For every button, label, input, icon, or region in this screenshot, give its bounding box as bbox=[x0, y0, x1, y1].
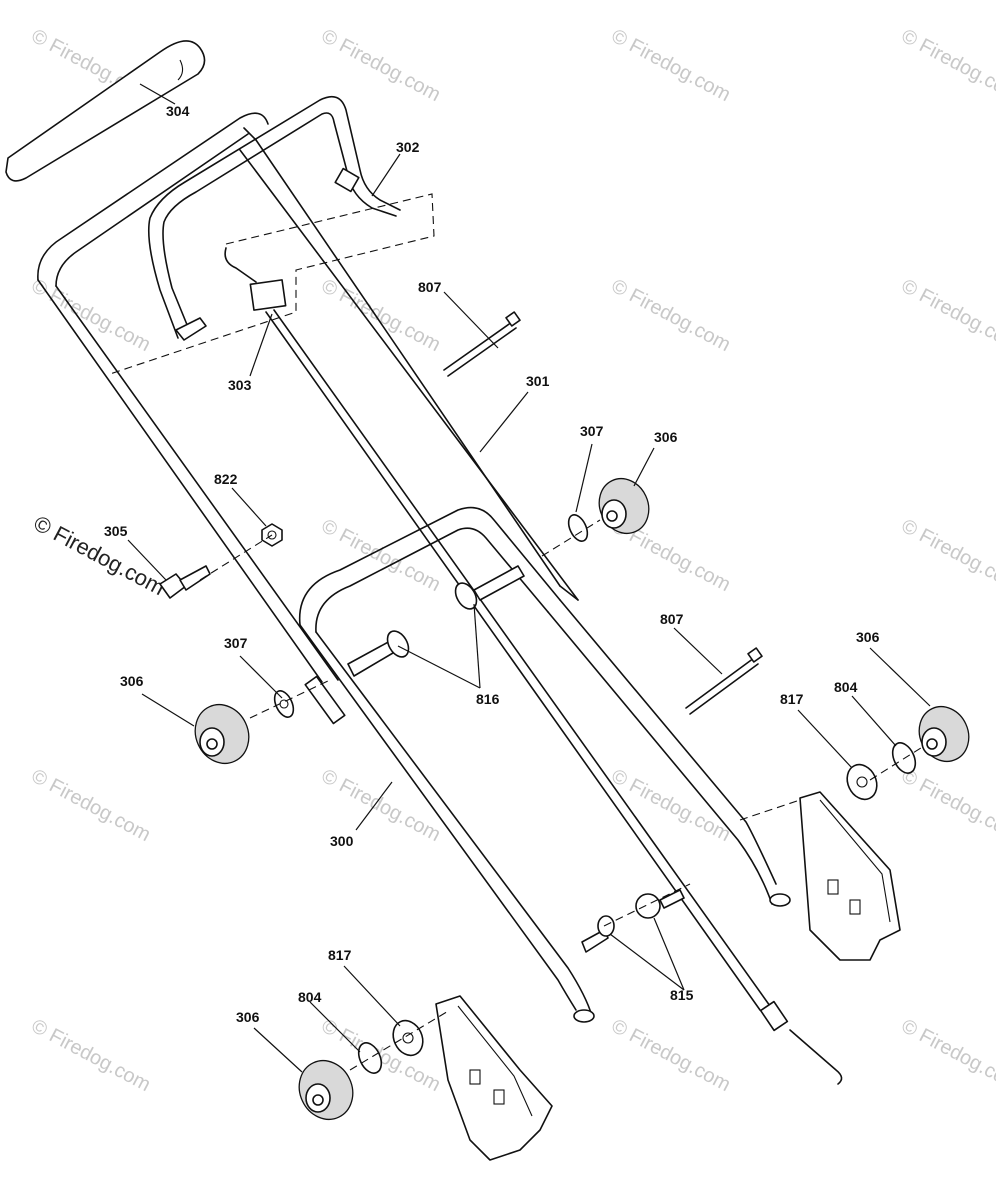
label-807: 807 bbox=[660, 611, 684, 627]
label-807: 807 bbox=[418, 279, 442, 295]
part-306-knob-right bbox=[918, 706, 970, 762]
part-817-lock-washers bbox=[392, 763, 878, 1057]
part-306-knob-bottom bbox=[298, 1060, 354, 1120]
part-300-lower-handle bbox=[298, 506, 791, 1023]
deck-bracket-right bbox=[799, 791, 901, 961]
label-817: 817 bbox=[328, 947, 352, 963]
label-300: 300 bbox=[330, 833, 354, 849]
part-815-bolts bbox=[581, 889, 685, 953]
label-822: 822 bbox=[214, 471, 238, 487]
watermark-text: © Firedog.com bbox=[608, 275, 734, 356]
part-301-upper-handle bbox=[37, 112, 579, 683]
part-labels: 304 302 303 807 301 307 306 822 305 816 … bbox=[104, 103, 880, 1025]
part-302-control-bail bbox=[147, 95, 401, 341]
deck-bracket-left bbox=[435, 995, 553, 1161]
part-306-knob-left bbox=[194, 704, 250, 764]
part-306-knob-upper-right bbox=[598, 478, 650, 534]
watermark-text: © Firedog.com bbox=[608, 1015, 734, 1096]
label-306: 306 bbox=[236, 1009, 260, 1025]
watermark-text: © Firedog.com bbox=[898, 25, 996, 106]
part-305-bolt bbox=[159, 565, 211, 599]
label-816: 816 bbox=[476, 691, 500, 707]
label-304: 304 bbox=[166, 103, 190, 119]
label-302: 302 bbox=[396, 139, 420, 155]
label-815: 815 bbox=[670, 987, 694, 1003]
watermark-text: © Firedog.com bbox=[318, 25, 444, 106]
watermark-text: © Firedog.com bbox=[898, 765, 996, 846]
label-804: 804 bbox=[834, 679, 858, 695]
label-301: 301 bbox=[526, 373, 550, 389]
part-816-bolts bbox=[347, 565, 525, 677]
watermark-text: © Firedog.com bbox=[28, 1015, 154, 1096]
label-303: 303 bbox=[228, 377, 252, 393]
watermark-text: © Firedog.com bbox=[608, 25, 734, 106]
label-305: 305 bbox=[104, 523, 128, 539]
watermark-text: © Firedog.com bbox=[28, 765, 154, 846]
watermark-text: © Firedog.com bbox=[28, 275, 154, 356]
part-307-washers bbox=[273, 514, 589, 718]
label-804: 804 bbox=[298, 989, 322, 1005]
leader-lines bbox=[127, 83, 931, 1073]
assembly-dashed-lines bbox=[109, 193, 925, 1071]
label-306: 306 bbox=[120, 673, 144, 689]
watermark-primary: © Firedog.com bbox=[30, 510, 169, 600]
watermark-text: © Firedog.com bbox=[898, 1015, 996, 1096]
label-307: 307 bbox=[224, 635, 248, 651]
part-807-cable-tie-upper bbox=[443, 311, 521, 377]
label-306: 306 bbox=[654, 429, 678, 445]
label-817: 817 bbox=[780, 691, 804, 707]
part-807-cable-tie-lower bbox=[685, 647, 763, 715]
part-304-grip bbox=[5, 40, 206, 182]
watermark-text: © Firedog.com bbox=[898, 515, 996, 596]
label-307: 307 bbox=[580, 423, 604, 439]
label-306: 306 bbox=[856, 629, 880, 645]
watermark-text: © Firedog.com bbox=[898, 275, 996, 356]
